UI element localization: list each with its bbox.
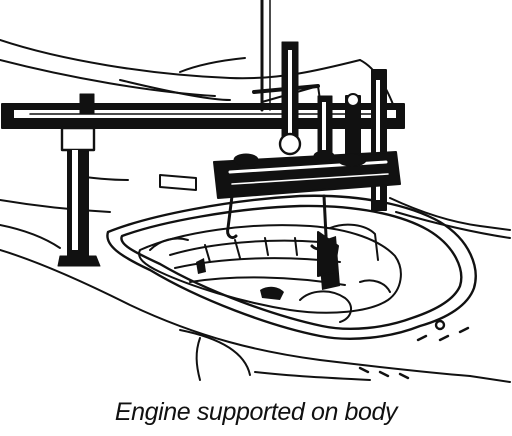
lower-cross-frame: [214, 96, 400, 198]
right-support-leg: [346, 70, 386, 210]
engine-block: [139, 225, 401, 322]
vehicle-body-outline: [0, 40, 510, 382]
engine-support-illustration: [0, 0, 512, 392]
support-crossbeam: [2, 104, 404, 128]
central-lifting-screw: [254, 0, 320, 154]
figure-caption: Engine supported on body: [114, 398, 398, 426]
lifting-hooks: [228, 196, 338, 276]
engine-bay: [107, 196, 475, 378]
left-support-leg: [58, 94, 100, 266]
